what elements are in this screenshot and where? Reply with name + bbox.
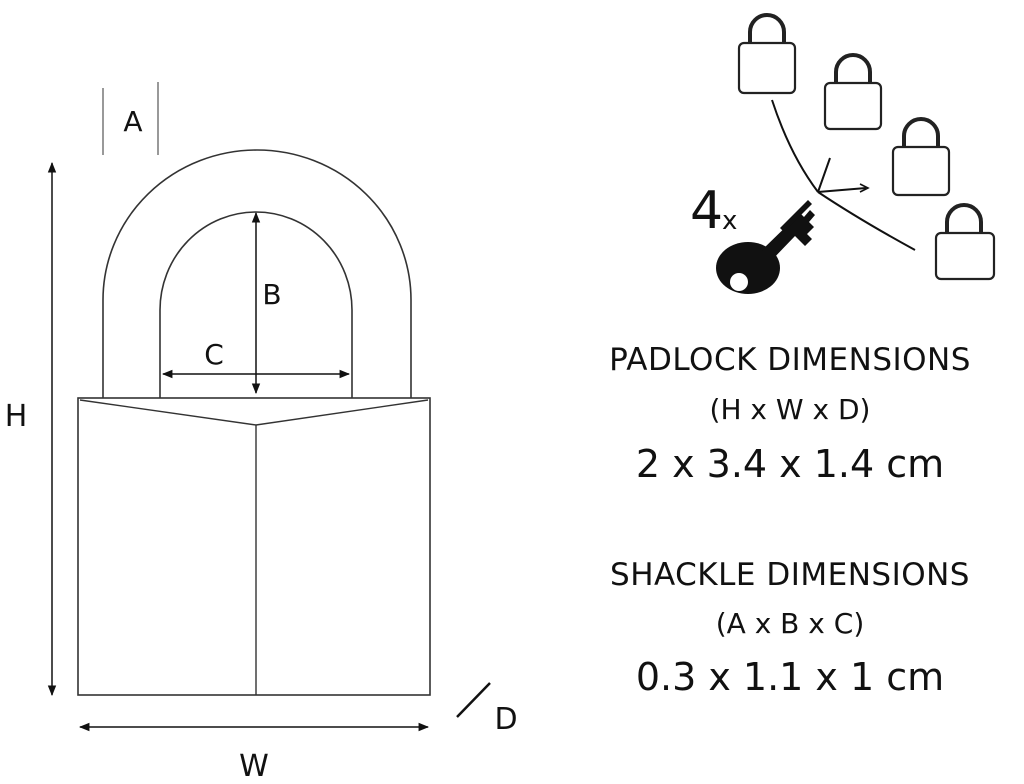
key-multiplier: x — [722, 206, 737, 236]
padlock-dimensions-title: PADLOCK DIMENSIONS — [609, 342, 971, 378]
key-count: 4 — [690, 181, 723, 241]
padlock-body — [77, 397, 431, 696]
padlock-icon — [891, 117, 951, 197]
key-icon — [716, 200, 815, 294]
key-to-padlock-lines — [771, 99, 916, 251]
dimension-d-line — [456, 682, 491, 718]
shackle-outer — [102, 149, 412, 398]
label-w: W — [239, 749, 269, 784]
padlock-icon — [737, 13, 797, 95]
label-h: H — [5, 399, 28, 434]
shackle-dimensions-formula: (A x B x C) — [715, 607, 865, 640]
label-a: A — [123, 105, 142, 138]
padlock-icon — [934, 203, 996, 281]
label-b: B — [262, 278, 281, 311]
label-c: C — [204, 338, 224, 371]
padlock-icon — [823, 53, 883, 131]
shackle-dimensions-value: 0.3 x 1.1 x 1 cm — [635, 655, 945, 699]
padlock-dimensions-formula: (H x W x D) — [709, 393, 871, 426]
padlock-dimensions-value: 2 x 3.4 x 1.4 cm — [635, 442, 945, 486]
shackle-dimensions-title: SHACKLE DIMENSIONS — [610, 557, 970, 593]
label-d: D — [494, 702, 517, 737]
